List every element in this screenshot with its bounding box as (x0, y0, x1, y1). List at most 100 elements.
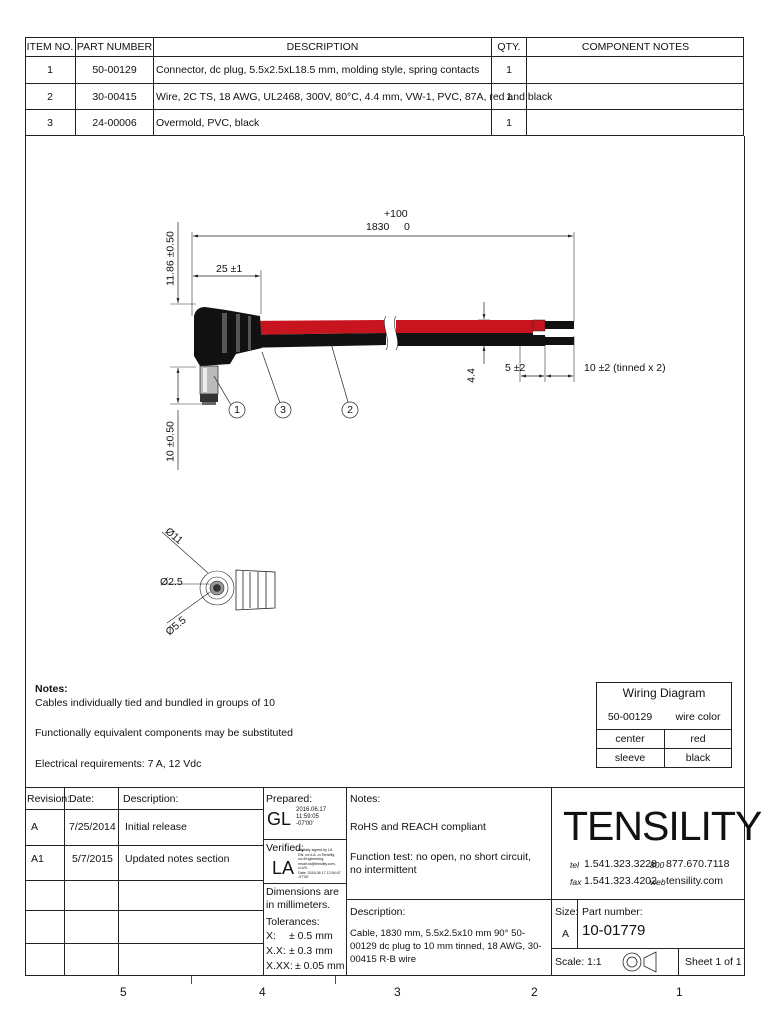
tolerance-value: ± 0.5 mm (289, 930, 333, 942)
wiring-grid (596, 682, 732, 768)
zone-label: 1 (676, 985, 683, 999)
dim-overmold: 25 ±1 (216, 263, 243, 275)
scale-label: Scale: (555, 956, 585, 968)
tolerances-label: Tolerances: (266, 916, 320, 928)
bom-row-part: 24-00006 (92, 117, 137, 129)
bom-row-qty: 1 (506, 64, 512, 76)
web-url: tensility.com (666, 875, 723, 887)
dim-length-tolerance: +100 (384, 208, 408, 220)
notes-title: Notes: (35, 683, 68, 695)
bom-header-item: ITEM NO. (26, 41, 74, 53)
wiring-diagram: Wiring Diagram 50-00129 wire color cente… (596, 682, 732, 768)
scale-value: 1:1 (587, 956, 602, 968)
stamp-line: Date: 2016.06.17 12:54:47 (298, 870, 341, 875)
balloon-3: 3 (280, 404, 286, 416)
zone-label: 3 (394, 985, 401, 999)
bom-header-part: PART NUMBER (76, 41, 153, 53)
stamp-line: ou=Engineering, (298, 857, 325, 861)
dim-tinned: 10 ±2 (tinned x 2) (584, 362, 666, 374)
bom-header-qty: QTY. (497, 41, 521, 53)
stamp-line: DN: cn=LA, o=Tensility, (298, 852, 336, 857)
bom-row-description: Connector, dc plug, 5.5x2.5xL18.5 mm, mo… (156, 64, 480, 76)
tel-number: 1.541.323.3228 (584, 858, 657, 870)
bom-row-qty: 1 (506, 117, 512, 129)
bom-row-qty: 1 (506, 91, 512, 103)
rev-row-rev: A1 (31, 853, 44, 865)
web-label: web (650, 877, 666, 887)
tel-label: tel (570, 860, 579, 870)
bom-row-item: 1 (47, 64, 53, 76)
bom-row-description: Overmold, PVC, black (156, 117, 260, 129)
bom-row-part: 50-00129 (92, 64, 137, 76)
rev-row-rev: A (31, 821, 39, 833)
part-number-label: Part number: (582, 906, 643, 918)
stamp-line: -07'00' (298, 875, 309, 879)
wiring-row-b: red (690, 733, 706, 745)
bom-header-notes: COMPONENT NOTES (581, 41, 690, 53)
bom-row-item: 3 (47, 117, 53, 129)
tb-notes-rohs: RoHS and REACH compliant (350, 821, 486, 833)
rev-row-desc: Updated notes section (125, 853, 230, 865)
prepared-stamp: 2016.06.17 11:59:05 -07'00' (296, 807, 326, 828)
bom-row-part: 30-00415 (92, 91, 137, 103)
wiring-row-a: sleeve (614, 752, 646, 764)
rev-row-date: 7/25/2014 (69, 821, 116, 833)
wiring-col1: 50-00129 (607, 711, 653, 723)
bom-grid (25, 37, 744, 136)
wiring-row-a: center (615, 733, 645, 745)
bom-row-description: Wire, 2C TS, 18 AWG, UL2468, 300V, 80°C,… (156, 91, 553, 103)
tolerance-value: ± 0.05 mm (295, 960, 345, 972)
zone-label: 5 (120, 985, 127, 999)
stamp-line: c=US (298, 866, 307, 870)
verified-initials: LA (272, 858, 295, 878)
zone-label: 4 (259, 985, 266, 999)
prepared-initials: GL (267, 809, 292, 829)
fax-label: fax (570, 877, 582, 887)
end-dia-pin: Ø2.5 (160, 576, 183, 588)
notes-line: Electrical requirements: 7 A, 12 Vdc (35, 758, 202, 770)
stamp-line: 11:59:05 (296, 814, 319, 820)
rev-row-date: 5/7/2015 (72, 853, 113, 865)
company-logo: TENSILITY (563, 803, 762, 849)
balloon-2: 2 (347, 404, 353, 416)
tb-notes-function: Function test: no open, no short circuit… (350, 851, 531, 876)
zone-label: 2 (531, 985, 538, 999)
size-value: A (562, 928, 570, 940)
stamp-line: email=la@tensility.com, (298, 861, 336, 866)
rev-header-description: Description: (123, 793, 179, 805)
sheet-number: Sheet 1 of 1 (685, 956, 742, 968)
tb-description: Cable, 1830 mm, 5.5x2.5x10 mm 90° 50-001… (350, 928, 542, 965)
rev-row-desc: Initial release (125, 821, 187, 833)
tolerance-value: ± 0.3 mm (289, 945, 333, 957)
size-label: Size: (555, 906, 579, 918)
bom-row-item: 2 (47, 91, 53, 103)
wiring-col2: wire color (675, 711, 721, 723)
tb-notes-label: Notes: (350, 793, 381, 805)
balloon-1: 1 (234, 404, 240, 416)
tolerance-key: X: (266, 930, 276, 942)
fax-number: 1.541.323.4202 (584, 875, 657, 887)
tb-description-label: Description: (350, 906, 406, 918)
dimensions-note: Dimensions are in millimeters. (266, 886, 339, 911)
tolerance-key: X.XX: (266, 960, 293, 972)
dim-length-lower: 0 (404, 221, 410, 233)
stamp-line: -07'00' (296, 821, 314, 827)
tolerance-key: X.X: (266, 945, 286, 957)
bom-table: ITEM NO. PART NUMBER DESCRIPTION QTY. CO… (25, 37, 744, 136)
notes-line: Functionally equivalent components may b… (35, 727, 293, 739)
part-number-value: 10-01779 (582, 922, 646, 939)
notes-line: Cables individually tied and bundled in … (35, 697, 275, 709)
stamp-line: Digitally signed by LA (298, 848, 333, 852)
wiring-title: Wiring Diagram (622, 686, 706, 700)
bom-header-description: DESCRIPTION (286, 41, 359, 53)
tollfree-number: 877.670.7118 (666, 858, 730, 870)
rev-header-date: Date: (69, 793, 95, 805)
dim-strip: 5 ±2 (505, 362, 526, 374)
wiring-row-b: black (685, 752, 711, 764)
tollfree-label: 800 (650, 860, 665, 870)
stamp-line: 2016.06.17 (296, 807, 327, 813)
rev-header-revision: Revision: (27, 793, 71, 805)
